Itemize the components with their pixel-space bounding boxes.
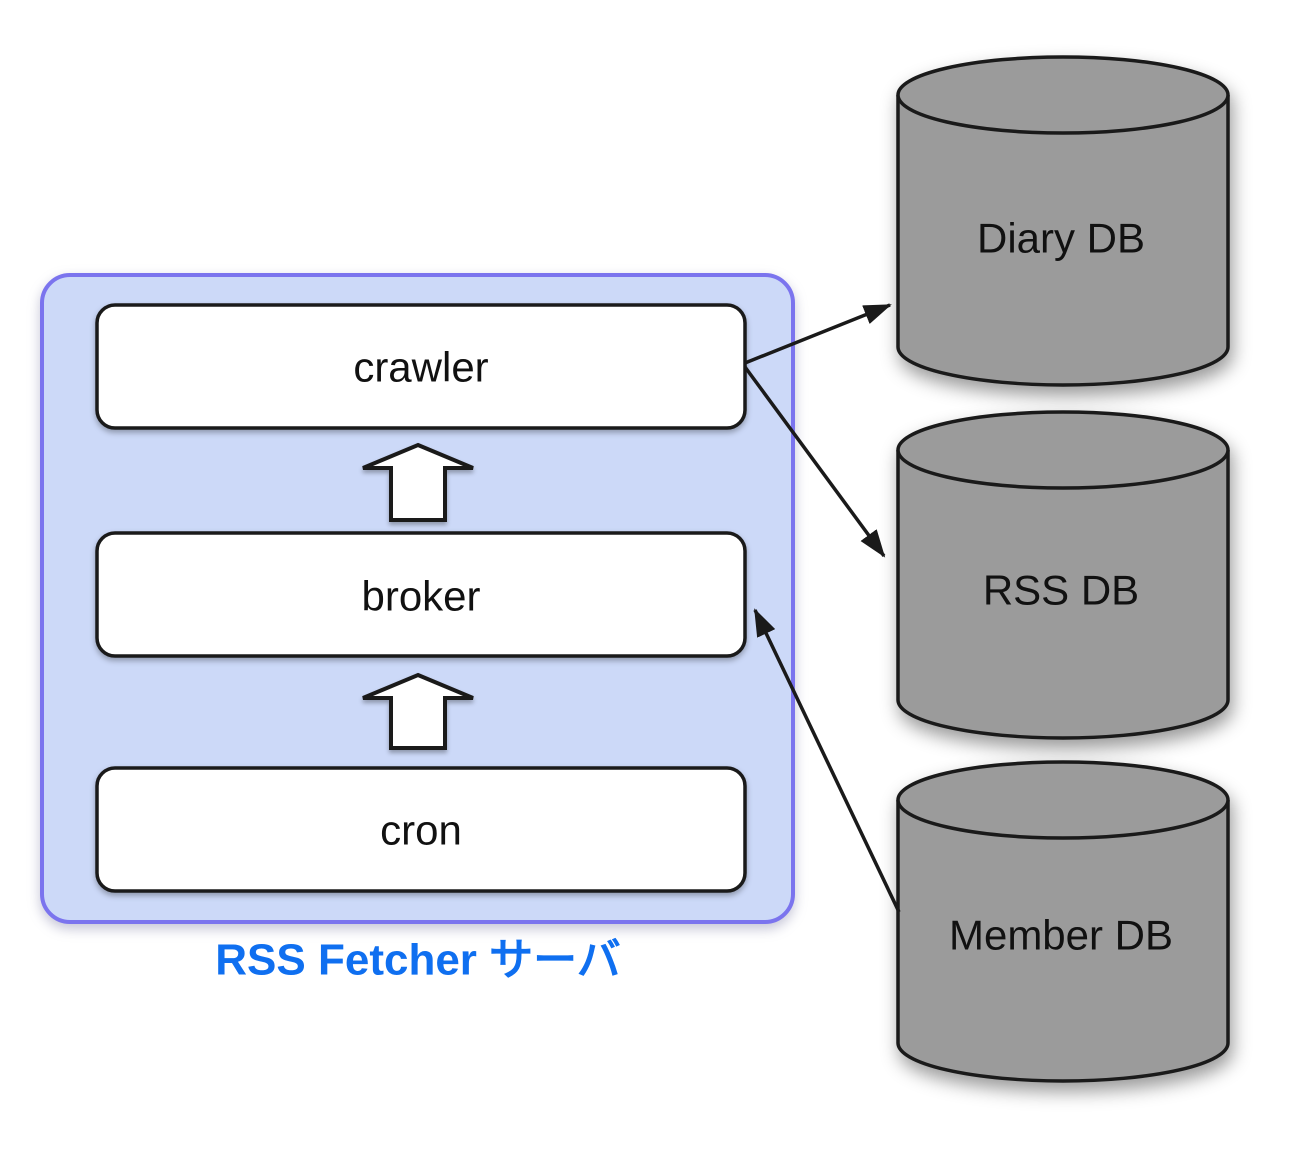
diary-db-cylinder-body [896,95,1230,387]
database-rss-db: RSS DB [896,410,1230,740]
member-db-cylinder-body [896,800,1230,1083]
node-crawler: crawler [95,303,747,430]
rss-db-label: RSS DB [983,567,1139,614]
edge-member-db-to-broker [753,608,901,913]
node-cron: cron [95,766,747,893]
broker-label: broker [361,573,480,620]
crawler-label: crawler [353,344,488,391]
diary-db-cylinder-top [896,55,1230,135]
database-diary-db: Diary DB [896,55,1230,387]
crawler-box [95,303,747,430]
rss-db-cylinder-top [896,410,1230,490]
block-arrow-cron-to-broker-icon [362,672,474,750]
server-group-label: RSS Fetcher サーバ [215,936,620,985]
node-broker: broker [95,531,747,658]
database-member-db: Member DB [896,760,1230,1083]
diary-db-label: Diary DB [977,215,1145,262]
cron-box [95,766,747,893]
block-arrow-broker-to-crawler-icon [362,442,474,522]
edge-crawler-to-diary-db [744,303,892,365]
cron-label: cron [380,807,462,854]
rss-db-cylinder-body [896,450,1230,740]
member-db-label: Member DB [949,912,1173,959]
broker-box [95,531,747,658]
member-db-cylinder-top [896,760,1230,840]
edge-crawler-to-rss-db [743,365,886,558]
